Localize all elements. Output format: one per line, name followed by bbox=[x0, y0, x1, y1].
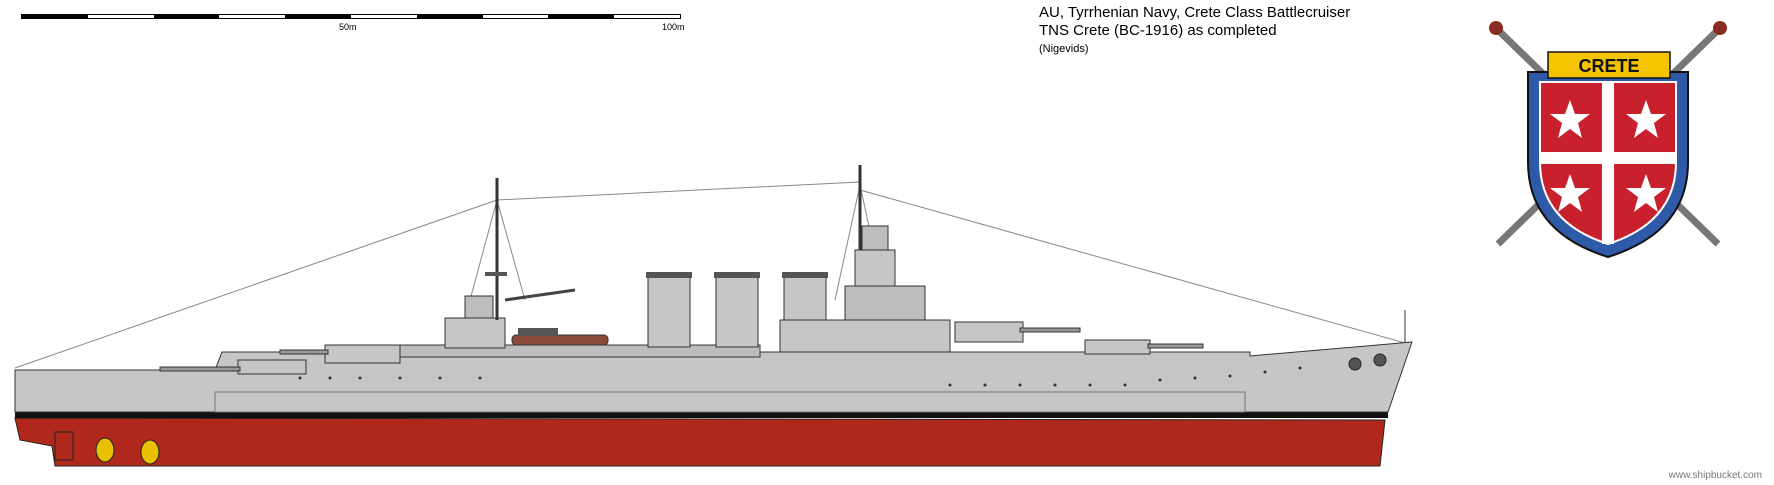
ship-class-title: AU, Tyrrhenian Navy, Crete Class Battlec… bbox=[1039, 4, 1351, 21]
fore-superfiring-turret bbox=[954, 321, 1024, 343]
watermark: www.shipbucket.com bbox=[1668, 470, 1762, 481]
crest-emblem: CRETE bbox=[1489, 21, 1727, 259]
aft-turret bbox=[237, 359, 307, 375]
anchor bbox=[1348, 357, 1362, 371]
boot-topping bbox=[15, 412, 1388, 418]
scale-label-50m: 50m bbox=[339, 22, 357, 32]
crest-banner bbox=[1547, 51, 1671, 79]
aft-superstructure bbox=[444, 317, 506, 349]
ship-boats bbox=[511, 334, 609, 346]
fore-superstructure bbox=[779, 319, 951, 353]
ship-name-title: TNS Crete (BC-1916) as completed bbox=[1039, 22, 1277, 39]
funnel-1 bbox=[647, 274, 691, 348]
ship-info: AU, Tyrrhenian Navy, Crete Class Battlec… bbox=[1039, 4, 1350, 58]
scale-label-100m: 100m bbox=[662, 22, 685, 32]
artist-credit: (Nigevids) bbox=[1039, 43, 1089, 55]
propellers bbox=[95, 437, 160, 465]
scale-bar: 50m 100m bbox=[21, 14, 685, 32]
star-icon bbox=[1550, 100, 1666, 212]
fore-turret bbox=[1084, 339, 1151, 355]
funnel-2 bbox=[715, 274, 759, 348]
portholes bbox=[298, 366, 1302, 387]
rigging-lines bbox=[14, 181, 1406, 369]
hull-underwater bbox=[14, 417, 1386, 467]
crest-banner-text: CRETE bbox=[1578, 56, 1639, 76]
aft-superfiring-turret bbox=[324, 344, 401, 364]
